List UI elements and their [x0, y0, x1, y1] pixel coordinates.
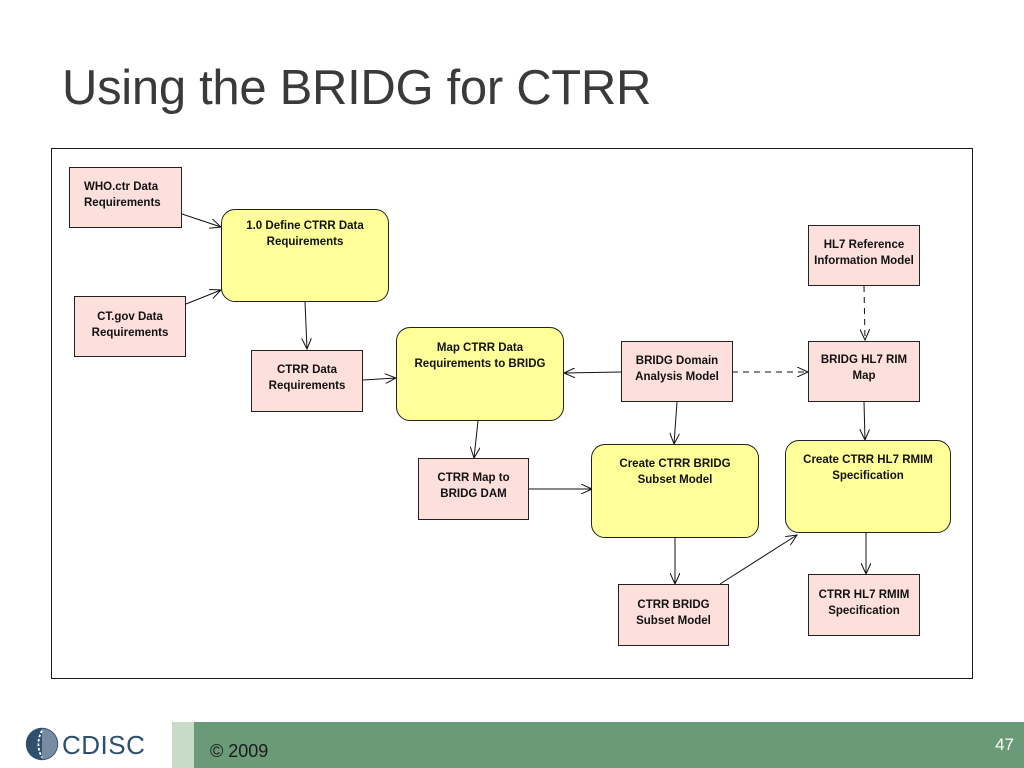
footer-divider	[172, 722, 194, 768]
ctrr-hl7-rmim-specification: CTRR HL7 RMIM Specification	[808, 574, 920, 636]
arrow-hl7-map-to-rmim	[864, 401, 865, 440]
cdisc-logo-text: CDISC	[62, 730, 146, 760]
arrow-ctrr-data-to-map	[362, 378, 396, 380]
ctrr-data-requirements: CTRR Data Requirements	[251, 350, 363, 412]
arrow-bridg-dam-to-map	[564, 372, 622, 373]
arrow-map-to-ctrr-map	[474, 420, 478, 458]
bridg-hl7-rim-map: BRIDG HL7 RIM Map	[808, 341, 920, 402]
who-ctr-data-requirements: WHO.ctr Data Requirements	[69, 167, 182, 228]
arrow-define-to-ctrr-data	[305, 301, 307, 349]
arrow-hl7-rim-to-hl7-map	[864, 285, 865, 340]
arrow-ctrr-subset-to-rmim	[719, 535, 797, 585]
create-ctrr-bridg-subset-model-process: Create CTRR BRIDG Subset Model	[591, 444, 759, 538]
arrow-who-to-define	[181, 213, 221, 227]
cdisc-logo-icon	[25, 727, 59, 761]
hl7-reference-information-model: HL7 Reference Information Model	[808, 225, 920, 286]
ct-gov-data-requirements: CT.gov Data Requirements	[74, 296, 186, 357]
ctrr-map-to-bridg-dam: CTRR Map to BRIDG DAM	[418, 458, 529, 520]
define-ctrr-data-requirements-process: 1.0 Define CTRR Data Requirements	[221, 209, 389, 302]
arrow-bridg-dam-to-subset	[674, 401, 677, 444]
page-number: 47	[995, 735, 1014, 754]
footer-copyright: © 2009	[210, 741, 269, 761]
bridg-domain-analysis-model: BRIDG Domain Analysis Model	[621, 341, 733, 402]
create-ctrr-hl7-rmim-specification-process: Create CTRR HL7 RMIM Specification	[785, 440, 951, 533]
map-ctrr-data-to-bridg-process: Map CTRR Data Requirements to BRIDG	[396, 327, 564, 421]
slide-title: Using the BRIDG for CTRR	[62, 61, 652, 115]
diagram-frame	[51, 148, 973, 679]
ctrr-bridg-subset-model: CTRR BRIDG Subset Model	[618, 584, 729, 646]
arrow-ctgov-to-define	[185, 290, 221, 305]
